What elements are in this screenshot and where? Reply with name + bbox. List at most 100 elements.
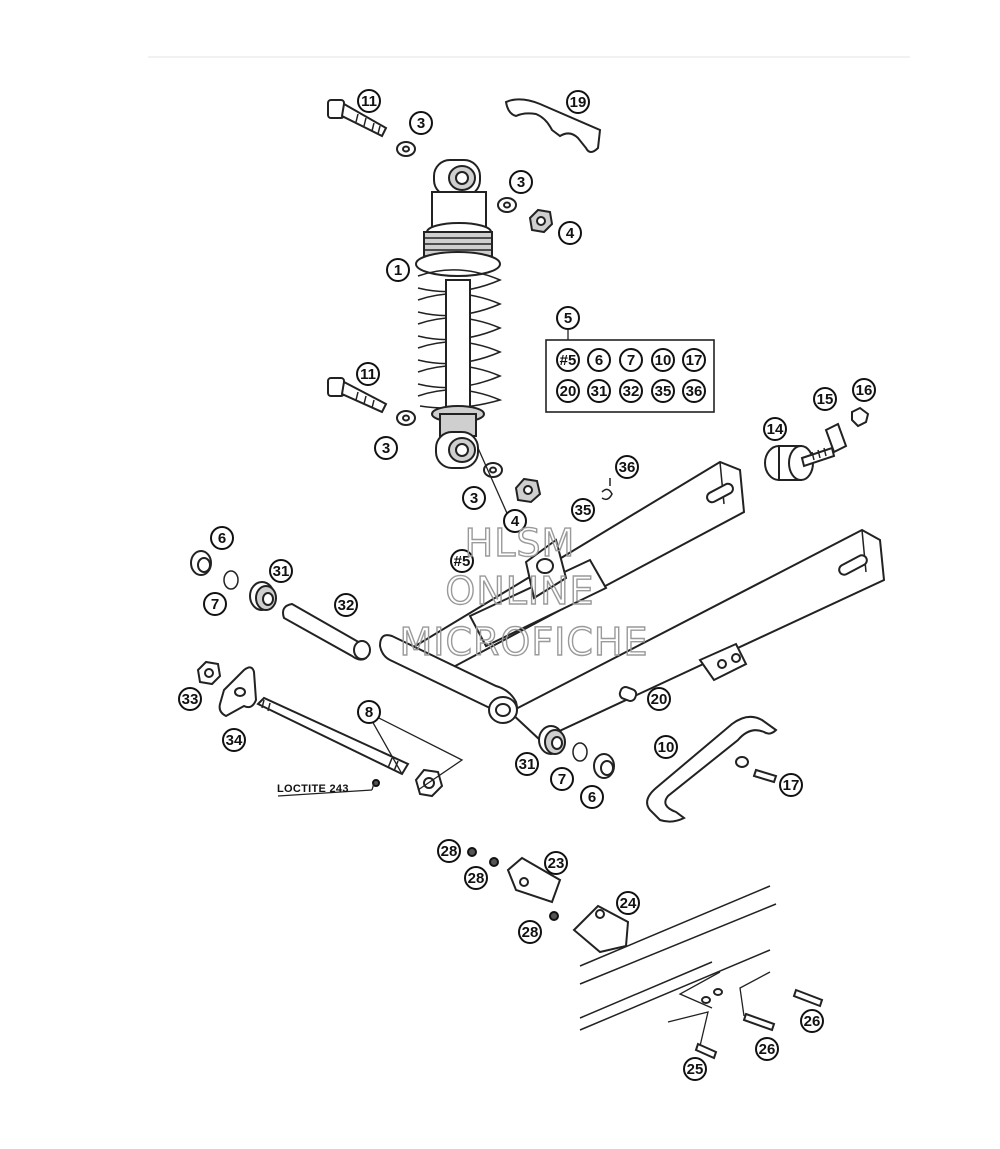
callout-number: 36	[686, 383, 703, 400]
callout-35: 35	[571, 498, 595, 522]
callout-circle	[357, 89, 381, 113]
callout-number: 31	[519, 756, 536, 773]
callout-3: 3	[374, 436, 398, 460]
callout-35: 35	[651, 379, 675, 403]
callout-circle	[651, 379, 675, 403]
callout-number: 17	[783, 777, 800, 794]
callout-number: 10	[658, 739, 675, 756]
callout-number: 4	[511, 513, 520, 530]
callout-16: 16	[852, 378, 876, 402]
callout-circle	[386, 258, 410, 282]
callout-7: 7	[550, 767, 574, 791]
callout-5: 5	[556, 306, 580, 330]
callout-number: 17	[686, 352, 703, 369]
callout-number: 16	[856, 382, 873, 399]
callout-number: 23	[548, 855, 565, 872]
callout-4: 4	[558, 221, 582, 245]
callout-number: 31	[591, 383, 608, 400]
callout-19: 19	[566, 90, 590, 114]
callout-number: 11	[361, 93, 377, 110]
callout-number: 26	[804, 1013, 821, 1030]
callout-circle	[651, 348, 675, 372]
callout-36: 36	[682, 379, 706, 403]
nut-upper	[528, 208, 554, 234]
callout-6: 6	[580, 785, 604, 809]
swingarm-drawing	[378, 460, 886, 742]
callout-number: 28	[522, 924, 539, 941]
callout-number: 34	[226, 732, 243, 749]
callout-14: 14	[763, 417, 787, 441]
callout-4: 4	[503, 509, 527, 533]
callout-circle	[619, 348, 643, 372]
callout-number: 25	[687, 1061, 704, 1078]
washer-lower-right	[483, 462, 503, 478]
watermark-line2: ONLINE	[445, 569, 594, 613]
callout-3: 3	[509, 170, 533, 194]
callout-32: 32	[619, 379, 643, 403]
callout-number: #5	[560, 352, 577, 369]
callout-circle	[647, 687, 671, 711]
callout-circle	[763, 417, 787, 441]
callout-number: 3	[470, 490, 478, 507]
callout-number: 32	[623, 383, 640, 400]
callout-36: 36	[615, 455, 639, 479]
callout-number: 3	[517, 174, 525, 191]
callout-number: 36	[619, 459, 636, 476]
callout-circle	[852, 378, 876, 402]
callout-number: 6	[588, 789, 596, 806]
callout-circle	[437, 839, 461, 863]
callout-20: 20	[556, 379, 580, 403]
callout-circle	[374, 436, 398, 460]
callout-17: 17	[779, 773, 803, 797]
callout-number: 24	[620, 895, 637, 912]
callout-circle	[682, 348, 706, 372]
callout-number: 20	[560, 383, 577, 400]
callout-number: 14	[767, 421, 784, 438]
callout-number: 35	[655, 383, 672, 400]
callout-circle	[409, 111, 433, 135]
callout-number: 31	[273, 563, 290, 580]
callout-circle	[682, 379, 706, 403]
callout-circle	[503, 509, 527, 533]
callout-7: 7	[203, 592, 227, 616]
callout-number: 7	[558, 771, 566, 788]
callout-circle	[550, 767, 574, 791]
callout-number: 8	[365, 704, 373, 721]
callout-circle	[587, 348, 611, 372]
callout-number: 19	[570, 94, 587, 111]
watermark-line3: MICROFICHE	[399, 620, 648, 664]
callout-circle	[615, 455, 639, 479]
callout-circle	[571, 498, 595, 522]
callout-circle	[566, 90, 590, 114]
callout-circle	[334, 593, 358, 617]
callout-20: 20	[647, 687, 671, 711]
callout-17: 17	[682, 348, 706, 372]
washer-upper-right	[497, 197, 517, 213]
callout-circle	[518, 920, 542, 944]
callout-kit-5: #5	[556, 348, 580, 372]
callout-15: 15	[813, 387, 837, 411]
callout-circle	[558, 221, 582, 245]
callout-number: 33	[182, 691, 199, 708]
callout-28: 28	[518, 920, 542, 944]
callout-circle	[515, 752, 539, 776]
shock-absorber-drawing	[415, 159, 503, 469]
callout-1: 1	[386, 258, 410, 282]
callout-number: 4	[566, 225, 575, 242]
watermark-line1: HLSM	[465, 521, 576, 565]
callout-6: 6	[587, 348, 611, 372]
callout-circle	[178, 687, 202, 711]
callout-8: 8	[357, 700, 381, 724]
callout-circle	[509, 170, 533, 194]
callout-number: 1	[394, 262, 402, 279]
callout-circle	[210, 526, 234, 550]
callout-number: 5	[564, 310, 572, 327]
callout-number: 26	[759, 1041, 776, 1058]
callout-circle	[357, 700, 381, 724]
callout-25: 25	[683, 1057, 707, 1081]
callout-24: 24	[616, 891, 640, 915]
callout-circle	[269, 559, 293, 583]
watermark: HLSM ONLINE MICROFICHE	[399, 520, 648, 664]
callout-3: 3	[462, 486, 486, 510]
